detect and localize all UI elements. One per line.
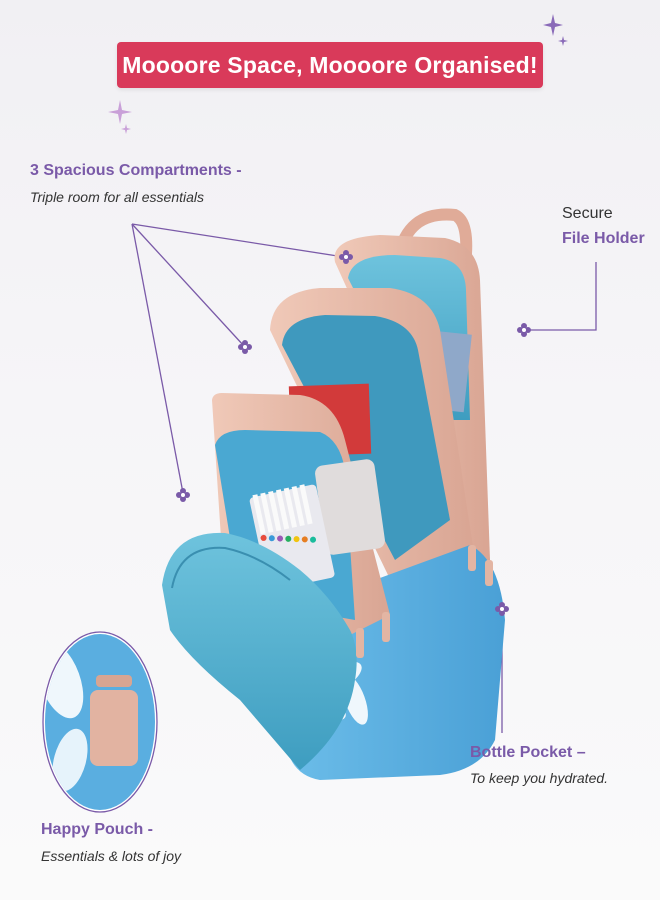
bottle-pocket-title: Bottle Pocket –	[470, 744, 586, 761]
file-holder-line1: Secure	[562, 205, 613, 222]
happy-pouch-title: Happy Pouch -	[41, 821, 154, 838]
compartments-title: 3 Spacious Compartments -	[30, 162, 242, 179]
sparkle-icon	[543, 14, 568, 46]
headline-text: Moooore Space, Moooore Organised!	[122, 51, 538, 78]
compartments-subtitle: Triple room for all essentials	[30, 189, 205, 205]
bottle-pocket-subtitle: To keep you hydrated.	[470, 770, 609, 786]
flower-marker-icon	[176, 250, 531, 616]
callout-lines	[131, 223, 597, 733]
headline-banner: Moooore Space, Moooore Organised!	[117, 42, 543, 88]
sparkle-icon	[108, 100, 132, 134]
file-holder-title: File Holder	[562, 230, 645, 247]
happy-pouch-subtitle: Essentials & lots of joy	[41, 848, 182, 864]
